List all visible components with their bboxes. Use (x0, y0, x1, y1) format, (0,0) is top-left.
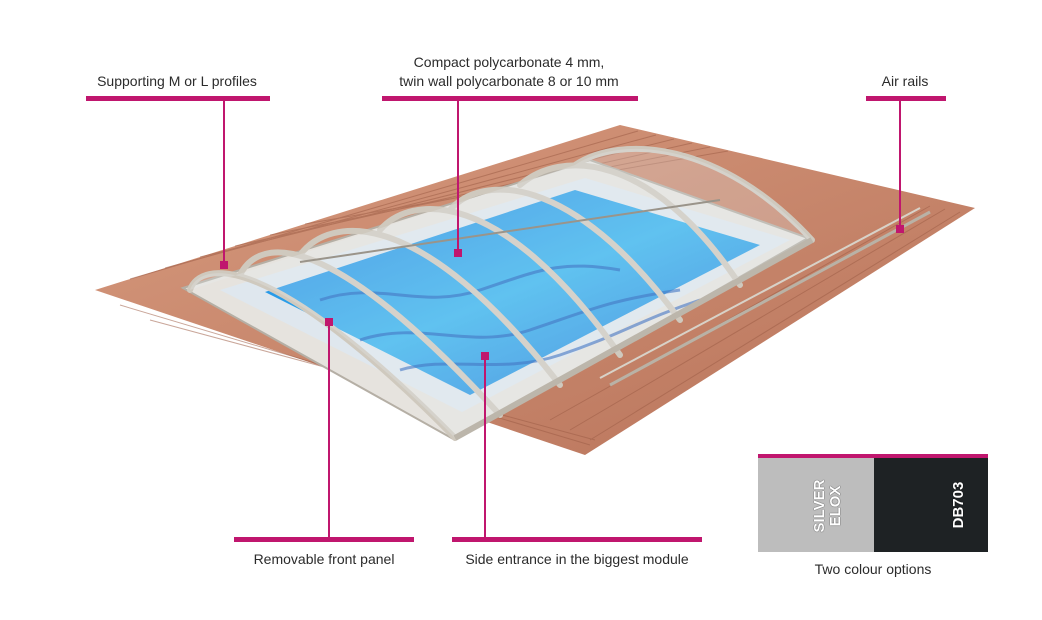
silver-elox-text: SILVER ELOX (811, 466, 848, 546)
callout-front-panel-bar (234, 537, 414, 542)
callout-air-rails-bar (866, 96, 946, 101)
enclosure-glazing (190, 148, 812, 438)
colour-options-bar (758, 454, 988, 459)
silver-elox-swatch: SILVER ELOX (758, 458, 874, 552)
callout-profiles-bar (86, 96, 270, 101)
colour-options-swatches: SILVER ELOX DB703 (758, 454, 988, 552)
callout-profiles-label: Supporting M or L profiles (97, 73, 257, 89)
callout-side-entrance-label: Side entrance in the biggest module (465, 551, 689, 567)
callout-air-rails-label: Air rails (881, 73, 929, 89)
callout-profiles-leader (223, 100, 225, 264)
db703-swatch: DB703 (874, 458, 988, 552)
callout-side-entrance-bar (452, 537, 702, 542)
callout-side-entrance-leader (484, 356, 486, 540)
callout-polycarbonate-line2: twin wall polycarbonate 8 or 10 mm (399, 73, 619, 89)
callout-air-rails-leader (899, 100, 901, 228)
callout-polycarbonate-line1: Compact polycarbonate 4 mm, (413, 54, 605, 70)
callout-polycarbonate-bar (382, 96, 638, 101)
callout-front-panel-label: Removable front panel (253, 551, 395, 567)
silver-elox-line2: ELOX (827, 485, 844, 527)
db703-label: DB703 (950, 481, 967, 529)
silver-elox-line1: SILVER (811, 479, 828, 533)
colour-options-caption: Two colour options (814, 561, 932, 577)
callout-profiles-marker (220, 261, 228, 269)
callout-polycarbonate-leader (457, 100, 459, 252)
enclosure-arches (187, 145, 815, 441)
callout-air-rails-marker (896, 225, 904, 233)
callout-front-panel-leader (328, 322, 330, 540)
callout-polycarbonate-marker (454, 249, 462, 257)
